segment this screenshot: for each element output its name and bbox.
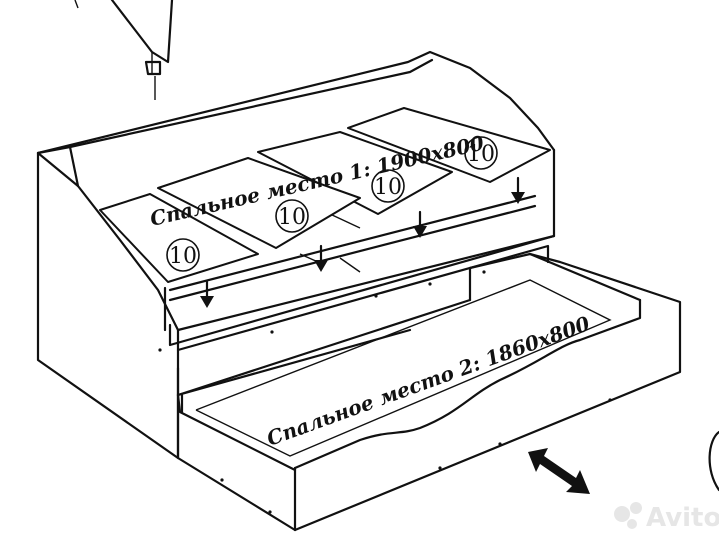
double-arrow-icon — [528, 448, 590, 494]
panel-number-markers: 10 10 10 10 — [166, 136, 498, 272]
down-arrow-icon — [200, 280, 214, 308]
bed-frame — [36, 50, 556, 532]
panel-number-marker: 10 — [166, 238, 200, 272]
down-arrow-icon — [511, 176, 525, 204]
slat-panels — [99, 107, 551, 283]
watermark: Avito — [614, 502, 719, 533]
panel-number-text: 10 — [467, 142, 495, 167]
down-arrow-icon — [314, 244, 328, 272]
edge-fragment — [708, 430, 719, 492]
panel-number-text: 10 — [169, 244, 197, 269]
watermark-text: Avito — [646, 503, 719, 533]
down-arrows — [200, 176, 525, 308]
pullout-drawer — [158, 252, 682, 532]
lower-bed-label: Спальное место 2: 1860x800 — [264, 311, 594, 450]
down-arrow-icon — [413, 210, 427, 238]
panel-number-text: 10 — [374, 175, 402, 200]
panel-number-marker: 10 — [464, 136, 498, 170]
panel-number-text: 10 — [278, 205, 306, 230]
panel-number-marker: 10 — [371, 169, 405, 203]
panel-number-marker: 10 — [275, 199, 309, 233]
top-board-fragment — [74, 0, 174, 100]
